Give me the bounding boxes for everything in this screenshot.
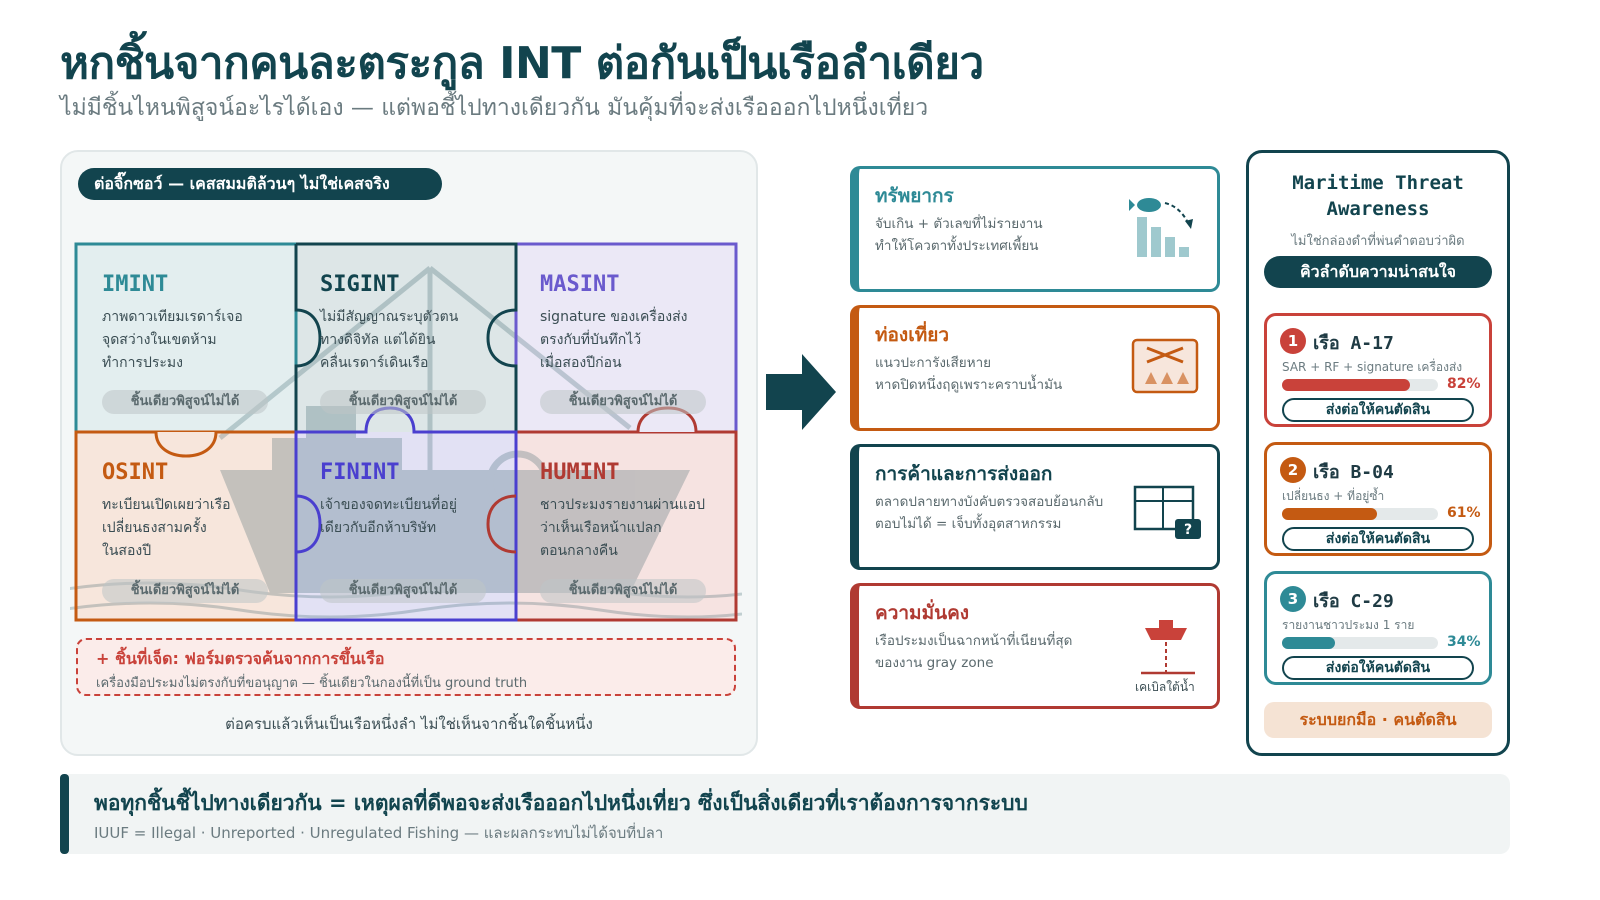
impact-card-title: การค้าและการส่งออก — [875, 463, 1053, 485]
page-subtitle: ไม่มีชิ้นไหนพิสูจน์อะไรได้เอง — แต่พอชี้… — [60, 95, 929, 121]
piece-finint-badge: ชิ้นเดียวพิสูจน์ไม่ได้ — [320, 579, 486, 603]
puzzle-graphic — [70, 242, 742, 622]
knob-imint-osint — [154, 431, 218, 458]
vessel-name: เรือ C-29 — [1313, 591, 1394, 612]
page-title: หกชิ้นจากคนละตระกูล INT ต่อกันเป็นเรือลำ… — [60, 38, 984, 89]
impact-card-desc: ตลาดปลายทางบังคับตรวจสอบย้อนกลับ ตอบไม่ไ… — [875, 494, 1104, 532]
score-bar-fill — [1282, 637, 1336, 649]
score-bar — [1282, 379, 1438, 391]
vessel-name: เรือ B-04 — [1313, 462, 1394, 483]
score-bar-fill — [1282, 379, 1410, 391]
trace-table-icon: ? — [1133, 485, 1201, 539]
vessel-signals: เปลี่ยนธง + ที่อยู่ซ้ำ — [1282, 489, 1385, 503]
piece-sigint-desc: ไม่มีสัญญาณระบุตัวตน ทางดิจิทัล แต่ได้ยิ… — [320, 309, 459, 371]
impact-card-title: ความมั่นคง — [875, 602, 970, 624]
piece-masint-desc: signature ของเครื่องส่ง ตรงกับที่บันทึกไ… — [540, 309, 688, 371]
sidebar-subtitle: ไม่ใช่กล่องดำที่พ่นคำตอบว่าผิด — [1291, 234, 1465, 249]
score-bar-fill — [1282, 508, 1378, 520]
seventh-piece-desc: เครื่องมือประมงไม่ตรงกับที่ขอนุญาต — ชิ้… — [96, 676, 528, 691]
banner-accent-bar — [60, 774, 69, 854]
piece-osint-label: OSINT — [102, 460, 169, 485]
piece-masint-label: MASINT — [540, 272, 620, 297]
sidebar-title: Maritime Threat Awareness — [1292, 172, 1464, 220]
puzzle-footer: ต่อครบแล้วเห็นเป็นเรือหนึ่งลำ ไม่ใช่เห็น… — [225, 715, 593, 733]
score-percent: 61% — [1447, 505, 1481, 521]
rank-number: 1 — [1280, 328, 1306, 354]
rank-card-2[interactable]: 2 เรือ B-04 เปลี่ยนธง + ที่อยู่ซ้ำ 61% ส… — [1264, 442, 1492, 556]
piece-imint-label: IMINT — [102, 272, 169, 297]
impact-card-resources: ทรัพยากร จับเกิน + ตัวเลขที่ไม่รายงาน ทำ… — [850, 166, 1220, 292]
piece-sigint-badge: ชิ้นเดียวพิสูจน์ไม่ได้ — [320, 390, 486, 414]
piece-masint-badge: ชิ้นเดียวพิสูจน์ไม่ได้ — [540, 390, 706, 414]
piece-imint-badge: ชิ้นเดียวพิสูจน์ไม่ได้ — [102, 390, 268, 414]
seventh-piece-box — [76, 638, 736, 696]
vessel-signals: SAR + RF + signature เครื่องส่ง — [1282, 360, 1463, 374]
rank-number: 2 — [1280, 457, 1306, 483]
piece-frame-sigint — [294, 242, 518, 432]
piece-imint-desc: ภาพดาวเทียมเรดาร์เจอ จุดสว่างในเขตห้าม ท… — [102, 309, 243, 371]
conclusion-footnote: IUUF = Illegal · Unreported · Unregulate… — [94, 824, 664, 842]
rank-card-3[interactable]: 3 เรือ C-29 รายงานชาวประมง 1 ราย 34% ส่ง… — [1264, 571, 1492, 685]
impact-card-trade: การค้าและการส่งออก ตลาดปลายทางบังคับตรวจ… — [850, 444, 1220, 570]
impact-card-security: ความมั่นคง เรือประมงเป็นฉากหน้าที่เนียนท… — [850, 583, 1220, 709]
piece-osint-badge: ชิ้นเดียวพิสูจน์ไม่ได้ — [102, 579, 268, 603]
send-to-human-button[interactable]: ส่งต่อให้คนตัดสิน — [1282, 656, 1474, 680]
vessel-undersea-icon — [1141, 620, 1195, 675]
piece-humint-label: HUMINT — [540, 460, 620, 485]
send-to-human-button[interactable]: ส่งต่อให้คนตัดสิน — [1282, 527, 1474, 551]
conclusion-banner — [60, 774, 1510, 854]
undersea-cable-label: เคเบิลใต้น้ำ — [1135, 680, 1195, 694]
rank-number: 3 — [1280, 586, 1306, 612]
impact-card-desc: แนวปะการังเสียหาย หาดปิดหนึ่งฤดูเพราะครา… — [875, 355, 1063, 393]
piece-finint-label: FININT — [320, 460, 400, 485]
piece-humint-badge: ชิ้นเดียวพิสูจน์ไม่ได้ — [540, 579, 706, 603]
piece-osint-desc: ทะเบียนเปิดเผยว่าเรือ เปลี่ยนธงสามครั้ง … — [102, 497, 231, 559]
closed-reef-icon — [1131, 338, 1199, 394]
score-percent: 82% — [1447, 376, 1481, 392]
score-bar — [1282, 508, 1438, 520]
impact-card-desc: เรือประมงเป็นฉากหน้าที่เนียนที่สุด ของงา… — [875, 633, 1073, 671]
knob-finint-humint — [486, 494, 517, 554]
arrow-right-icon — [766, 354, 836, 430]
impact-card-desc: จับเกิน + ตัวเลขที่ไม่รายงาน ทำให้โควตาท… — [875, 216, 1043, 254]
impact-card-title: ท่องเที่ยว — [875, 324, 950, 346]
piece-finint-desc: เจ้าของจดทะเบียนที่อยู่ เดียวกับอีกห้าบร… — [320, 497, 457, 536]
puzzle-header-pill: ต่อจิ๊กซอว์ — เคสสมมติล้วนๆ ไม่ใช่เคสจริ… — [78, 168, 442, 200]
vessel-signals: รายงานชาวประมง 1 ราย — [1282, 618, 1415, 632]
score-bar — [1282, 637, 1438, 649]
vessel-name: เรือ A-17 — [1313, 333, 1394, 354]
score-percent: 34% — [1447, 634, 1481, 650]
seventh-piece-title: + ชิ้นที่เจ็ด: ฟอร์มตรวจค้นจากการขึ้นเรื… — [96, 649, 385, 668]
impact-card-title: ทรัพยากร — [875, 185, 954, 207]
impact-card-tourism: ท่องเที่ยว แนวปะการังเสียหาย หาดปิดหนึ่ง… — [850, 305, 1220, 431]
queue-label-pill: คิวลำดับความน่าสนใจ — [1264, 256, 1492, 288]
conclusion-text: พอทุกชิ้นชี้ไปทางเดียวกัน = เหตุผลที่ดีพ… — [94, 791, 1028, 815]
send-to-human-button[interactable]: ส่งต่อให้คนตัดสิน — [1282, 398, 1474, 422]
piece-sigint-label: SIGINT — [320, 272, 400, 297]
fish-decline-chart-icon — [1129, 198, 1193, 257]
piece-humint-desc: ชาวประมงรายงานผ่านแอป ว่าเห็นเรือหน้าแปล… — [540, 497, 706, 559]
rank-card-1[interactable]: 1 เรือ A-17 SAR + RF + signature เครื่อง… — [1264, 313, 1492, 427]
svg-text:?: ? — [1184, 522, 1192, 538]
human-decides-footer: ระบบยกมือ · คนตัดสิน — [1264, 702, 1492, 738]
